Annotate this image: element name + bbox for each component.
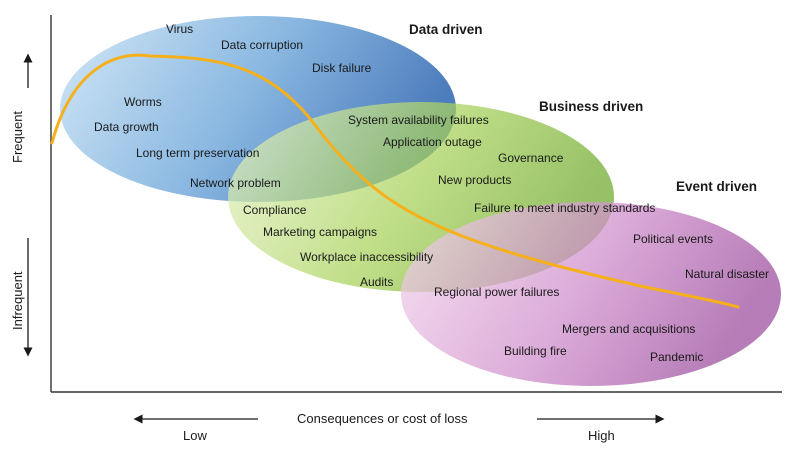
business-driven-title: Business driven [539, 99, 643, 114]
item-worms: Worms [124, 95, 162, 109]
item-marketing-campaigns: Marketing campaigns [263, 225, 377, 239]
item-failure-industry-standards: Failure to meet industry standards [474, 201, 655, 215]
y-label-frequent: Frequent [10, 111, 25, 163]
item-new-products: New products [438, 173, 511, 187]
item-pandemic: Pandemic [650, 350, 703, 364]
item-political-events: Political events [633, 232, 713, 246]
item-regional-power-failures: Regional power failures [434, 285, 559, 299]
item-audits: Audits [360, 275, 393, 289]
item-data-growth: Data growth [94, 120, 159, 134]
item-application-outage: Application outage [383, 135, 482, 149]
item-data-corruption: Data corruption [221, 38, 303, 52]
data-driven-title: Data driven [409, 22, 483, 37]
item-network-problem: Network problem [190, 176, 281, 190]
item-virus: Virus [166, 22, 193, 36]
item-building-fire: Building fire [504, 344, 567, 358]
item-workplace-inaccessibility: Workplace inaccessibility [300, 250, 433, 264]
x-label-low: Low [183, 428, 207, 443]
item-governance: Governance [498, 151, 564, 165]
y-label-infrequent: Infrequent [10, 271, 25, 330]
x-axis-title: Consequences or cost of loss [297, 411, 468, 426]
item-long-term-preservation: Long term preservation [136, 146, 259, 160]
item-system-availability-failures: System availability failures [348, 113, 489, 127]
event-driven-title: Event driven [676, 179, 757, 194]
item-mergers-and-acquisitions: Mergers and acquisitions [562, 322, 695, 336]
item-natural-disaster: Natural disaster [685, 267, 769, 281]
x-label-high: High [588, 428, 615, 443]
item-compliance: Compliance [243, 203, 307, 217]
item-disk-failure: Disk failure [312, 61, 372, 75]
trend-curve [50, 53, 740, 309]
